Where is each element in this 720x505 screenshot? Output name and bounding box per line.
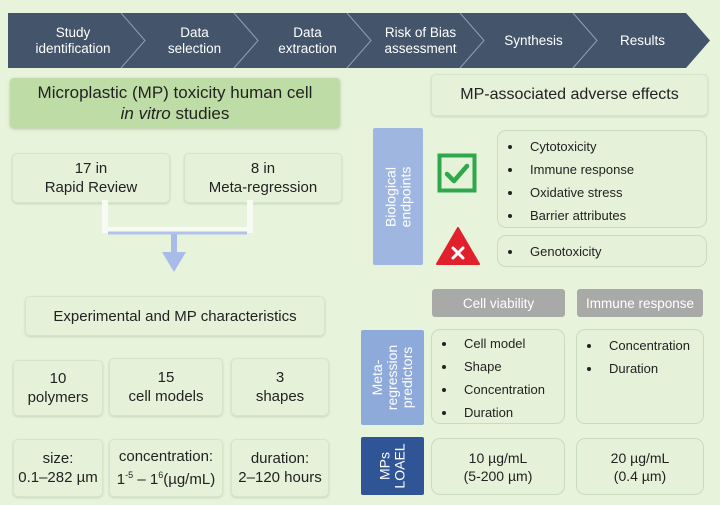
study-title-box: Microplastic (MP) toxicity human cell in… [10,78,340,128]
effect-item: Immune response [498,158,706,181]
positive-effects-list: Cytotoxicity Immune response Oxidative s… [497,130,707,228]
immune-response-predictors: Concentration Duration [576,329,704,424]
chevron-divider [233,13,259,68]
characteristics-title-box: Experimental and MP characteristics [25,296,325,336]
process-chevrons [8,13,710,68]
chevron-divider [572,13,598,68]
concentration-range-box: concentration: 1-5 – 16(µg/mL) [109,439,223,497]
cell-viability-loael: 10 µg/mL(5-200 µm) [431,438,565,495]
step-synthesis: Synthesis [504,32,563,48]
chevron-divider [459,13,485,68]
merge-arrow-icon [102,200,253,272]
column-header-cell-viability: Cell viability [432,289,565,317]
step-results: Results [619,32,665,48]
adverse-effects-title-box: MP-associated adverse effects [431,74,708,116]
predictor-item: Duration [432,401,564,424]
chevron-divider [346,13,372,68]
predictor-item: Shape [432,355,564,378]
immune-response-loael: 20 µg/mL(0.4 µm) [576,438,704,495]
negative-effects-list: Genotoxicity [497,235,707,267]
warning-x-icon [436,227,480,265]
effect-item: Oxidative stress [498,181,706,204]
predictor-item: Concentration [432,378,564,401]
cell-viability-predictors: Cell model Shape Concentration Duration [431,329,565,424]
predictor-item: Concentration [577,334,703,357]
effect-item: Barrier attributes [498,204,706,227]
effect-item: Cytotoxicity [498,135,706,158]
chevron-background [8,13,710,68]
chevron-divider [120,13,146,68]
check-mark-icon [437,153,477,193]
effect-item: Genotoxicity [498,240,706,263]
predictor-item: Duration [577,357,703,380]
predictor-item: Cell model [432,332,564,355]
size-range-box: size:0.1–282 µm [13,439,103,497]
column-header-immune-response: Immune response [577,289,703,317]
duration-range-box: duration:2–120 hours [231,439,329,497]
